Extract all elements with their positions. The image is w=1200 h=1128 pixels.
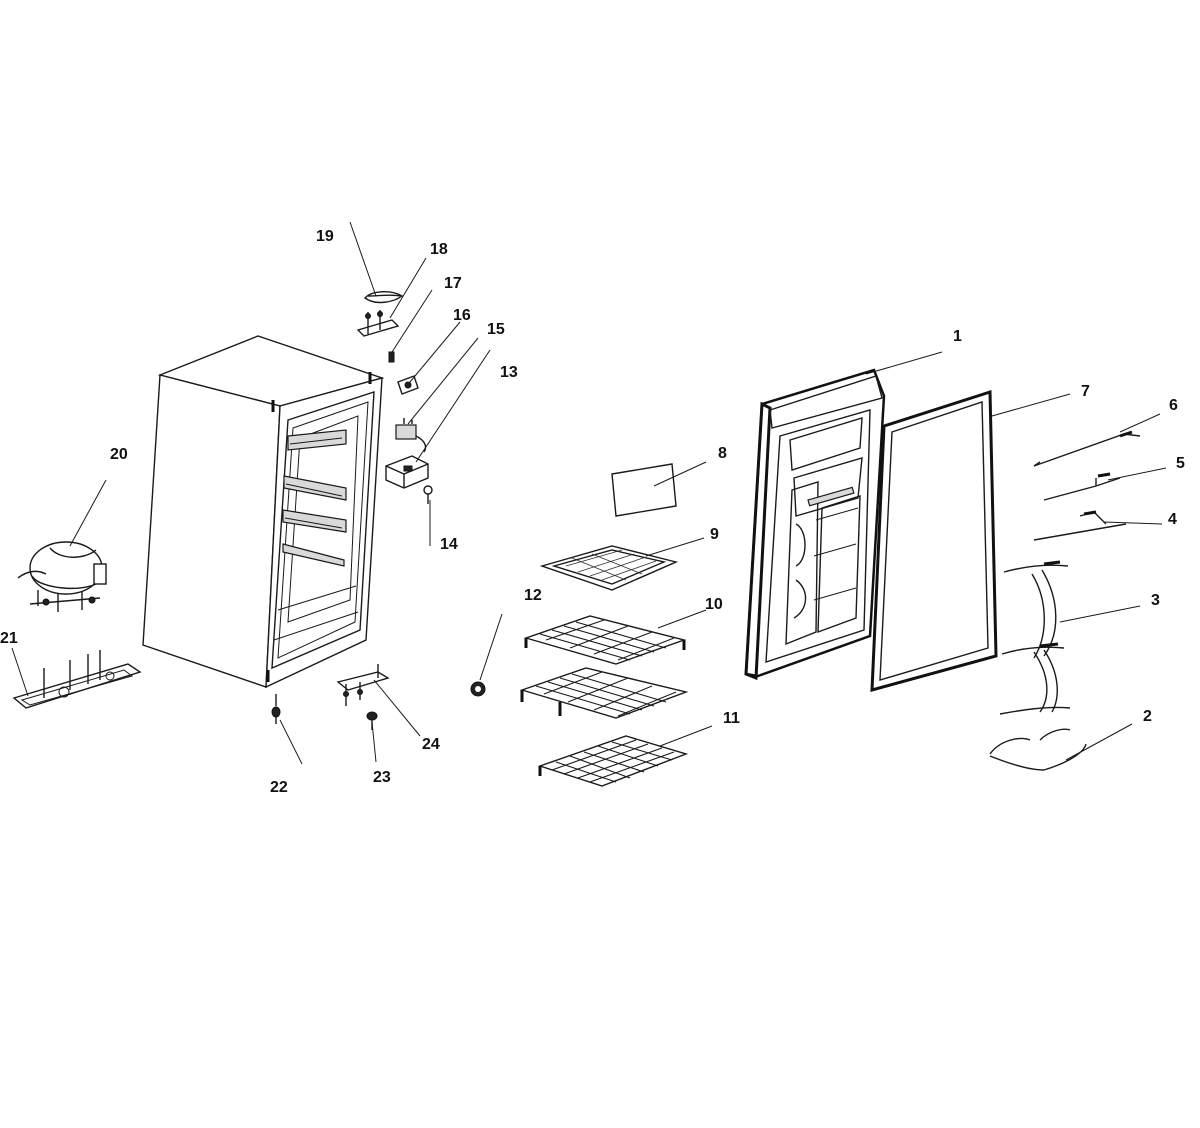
callout-4: 4 <box>1168 511 1177 528</box>
callout-3: 3 <box>1151 592 1160 609</box>
callout-12: 12 <box>524 587 542 604</box>
callout-22: 22 <box>270 779 288 796</box>
part-14-screw <box>423 485 433 504</box>
callout-18: 18 <box>430 241 448 258</box>
callout-14: 14 <box>440 536 458 553</box>
callout-13: 13 <box>500 364 518 381</box>
callout-10: 10 <box>705 596 723 613</box>
part-3-door-bins <box>999 560 1071 715</box>
callout-24: 24 <box>422 736 440 753</box>
part-2-bottom-bin <box>989 728 1087 771</box>
part-4-rail <box>1033 510 1127 541</box>
callout-6: 6 <box>1169 397 1178 414</box>
part-1-door-liner <box>744 368 886 681</box>
callout-17: 17 <box>444 275 462 292</box>
part-10-wire-shelf-upper <box>523 615 687 665</box>
part-5-rail <box>1043 472 1121 501</box>
part-16-knob <box>397 375 419 395</box>
part-13-thermostat-box <box>385 455 429 489</box>
callout-labels: 1 2 3 4 5 6 7 8 9 10 11 12 13 14 15 16 1… <box>0 228 1185 796</box>
cabinet <box>142 335 385 689</box>
callout-19: 19 <box>316 228 334 245</box>
callout-7: 7 <box>1081 383 1090 400</box>
part-24-bottom-hinge <box>336 664 390 706</box>
part-7-door-gasket <box>870 389 998 692</box>
part-20-compressor <box>17 541 107 612</box>
callout-2: 2 <box>1143 708 1152 725</box>
part-12-knob <box>470 681 486 697</box>
callout-20: 20 <box>110 446 128 463</box>
callout-9: 9 <box>710 526 719 543</box>
part-21-base-plate <box>12 650 142 709</box>
callout-5: 5 <box>1176 455 1185 472</box>
part-17-hinge-pin <box>388 351 395 363</box>
callout-23: 23 <box>373 769 391 786</box>
part-8-panel <box>611 463 677 517</box>
leader-lines <box>11 221 1167 765</box>
callout-21: 21 <box>0 630 18 647</box>
part-18-top-hinge <box>356 310 400 337</box>
part-23-adjust-foot <box>366 711 378 730</box>
part-15-thermostat <box>395 418 427 453</box>
part-22-foot <box>271 694 281 724</box>
part-6-rail <box>1033 430 1141 467</box>
callout-1: 1 <box>953 328 962 345</box>
callout-8: 8 <box>718 445 727 462</box>
callout-16: 16 <box>453 307 471 324</box>
callout-15: 15 <box>487 321 505 338</box>
part-19-hinge-cover <box>363 291 404 304</box>
callout-11: 11 <box>723 710 740 727</box>
part-10-wire-shelf-lower <box>519 667 689 719</box>
part-9-drip-tray <box>539 545 679 591</box>
part-11-shelf <box>537 735 689 787</box>
